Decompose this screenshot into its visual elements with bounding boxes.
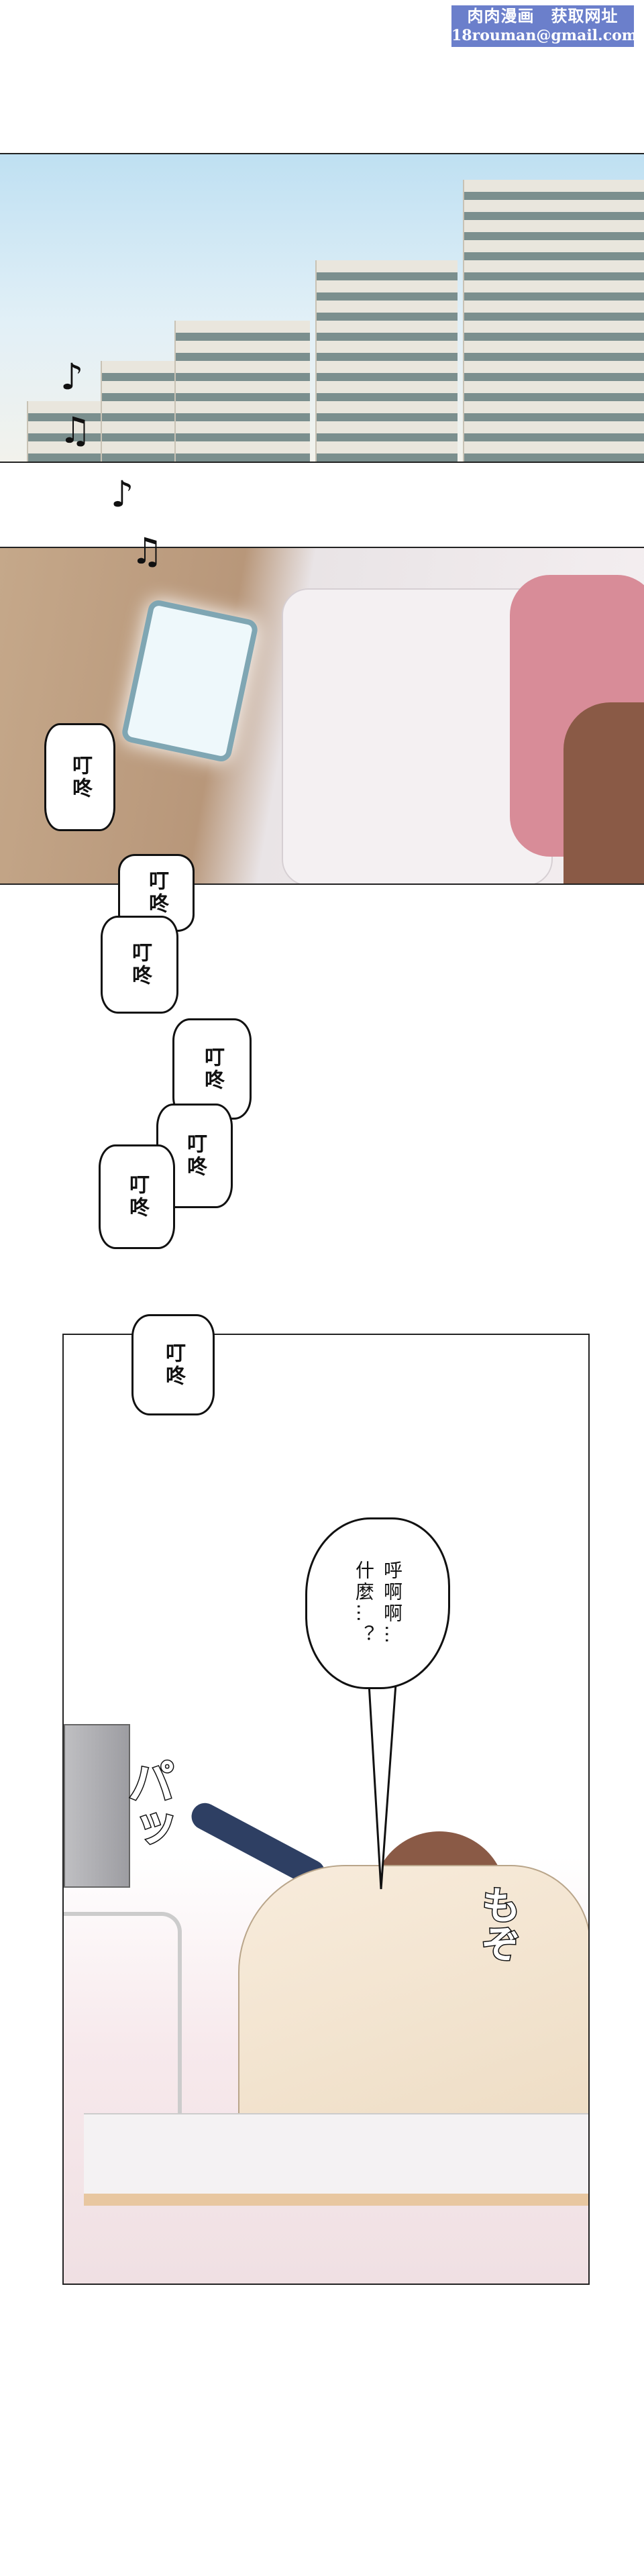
watermark-logo: 肉肉漫画 获取网址 18rouman@gmail.com (451, 5, 638, 47)
sfx-bubble: 叮咚 (44, 723, 115, 831)
bed-edge-image (84, 2194, 588, 2206)
music-note-icon: ♫ (59, 409, 92, 451)
speech-bubble: 呼啊啊… 什麼…？ (305, 1517, 450, 1689)
sfx-wriggle: もぞ (474, 1884, 522, 1964)
building (174, 321, 310, 462)
blanket-image (238, 1865, 588, 2123)
building (101, 361, 176, 462)
sfx-pat: パッ (119, 1757, 176, 1853)
panel-bedroom (62, 1334, 590, 2285)
speech-line-2: 什麼…？ (353, 1560, 375, 1646)
bed-frame-image (64, 1912, 182, 2204)
sfx-bubble: 叮咚 (131, 1314, 215, 1415)
music-note-icon: ♪ (60, 356, 84, 398)
sfx-bubble: 叮咚 (101, 916, 178, 1014)
watermark-email: 18rouman@gmail.com (451, 27, 638, 44)
speech-line-1: 呼啊啊… (381, 1560, 403, 1646)
bubble-text: 叮咚 (145, 870, 168, 916)
bubble-text: 叮咚 (162, 1342, 185, 1388)
music-note-icon: ♫ (131, 530, 164, 572)
bubble-text: 叮咚 (201, 1046, 224, 1092)
music-note-icon: ♪ (111, 473, 134, 515)
panel-phone-bedside (0, 547, 644, 885)
bubble-text: 叮咚 (68, 754, 92, 800)
mattress-image (84, 2113, 588, 2195)
sfx-bubble: 叮咚 (156, 1104, 233, 1208)
pillow-image (282, 588, 553, 883)
watermark-title: 肉肉漫画 获取网址 (467, 6, 619, 25)
building (463, 180, 644, 462)
hair-image (564, 702, 644, 883)
bubble-text: 叮咚 (128, 942, 152, 987)
panel-apartment-buildings (0, 153, 644, 463)
building (27, 401, 102, 462)
bubble-text: 叮咚 (125, 1174, 149, 1220)
bubble-text: 叮咚 (183, 1133, 207, 1179)
monitor-image (64, 1724, 130, 1888)
building (315, 260, 458, 462)
sfx-bubble: 叮咚 (99, 1144, 175, 1249)
phone-image (120, 598, 260, 763)
